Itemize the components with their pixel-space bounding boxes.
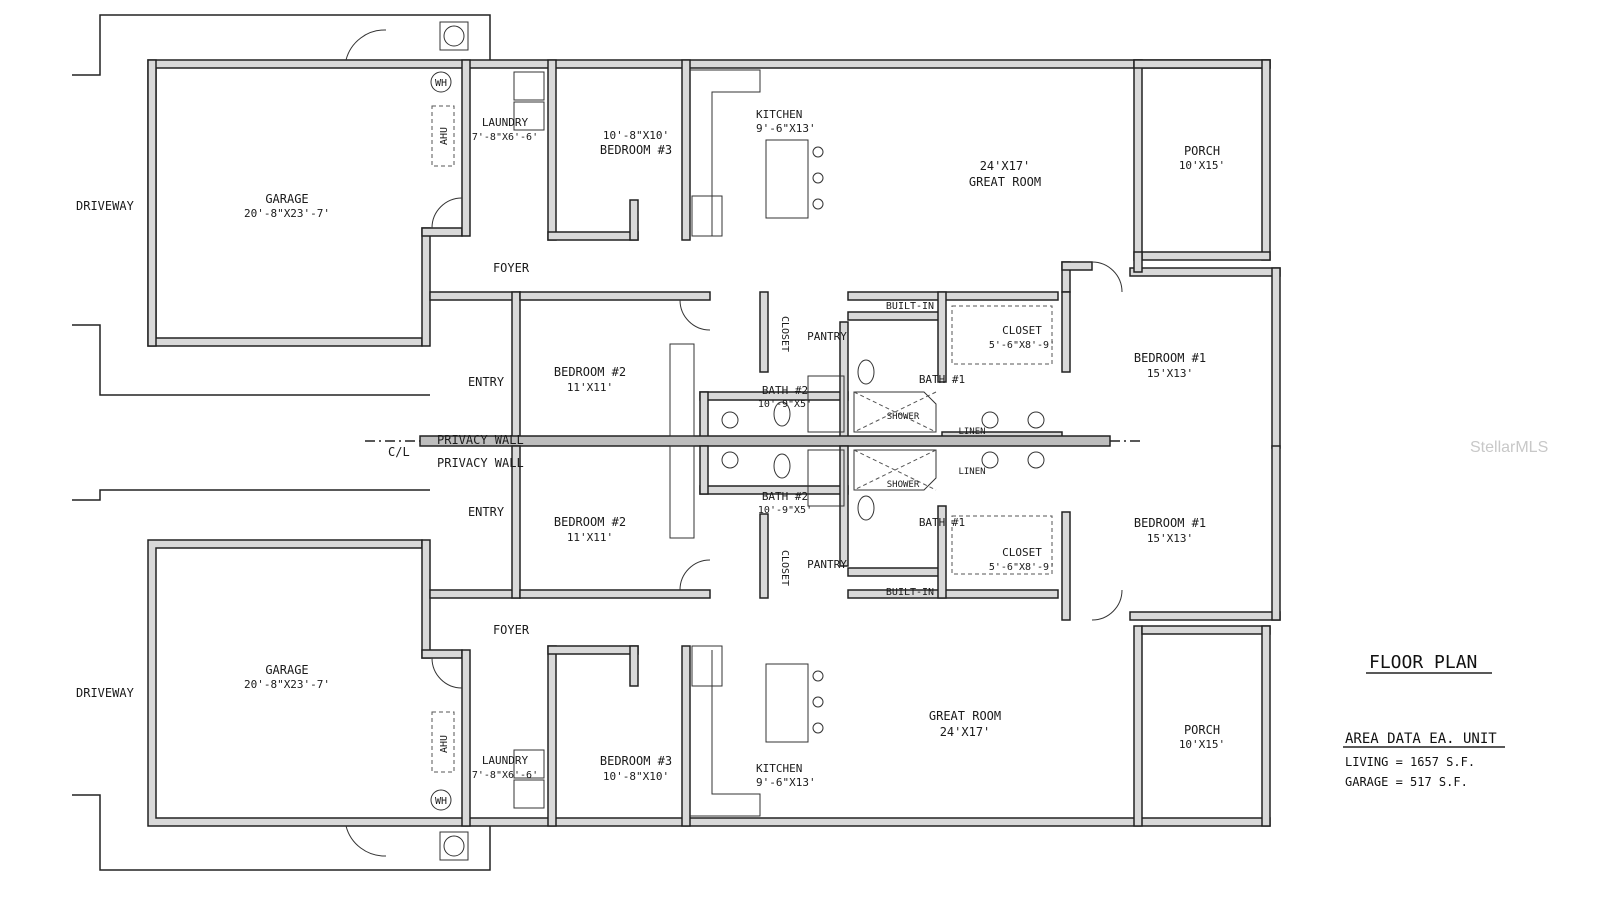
garage-dims: 20'-8"X23'-7' [244, 678, 330, 691]
floor-plan-title: FLOOR PLAN [1369, 652, 1477, 673]
bed1-label: BEDROOM #1 [1134, 351, 1206, 365]
top-unit-walls [72, 14, 1281, 449]
ahu-label: AHU [439, 735, 450, 753]
pantry-label: PANTRY [807, 330, 847, 343]
bed3-label: BEDROOM #3 [600, 754, 672, 768]
bed1-dims: 15'X13' [1147, 532, 1193, 545]
bottom-unit-walls [72, 445, 1281, 871]
garage-area: GARAGE = 517 S.F. [1345, 775, 1468, 789]
foyer-label: FOYER [493, 623, 530, 637]
privacy-wall-label: PRIVACY WALL [437, 433, 524, 447]
entry-label: ENTRY [468, 505, 505, 519]
porch-dims: 10'X15' [1179, 738, 1225, 751]
kitchen-dims: 9'-6"X13' [756, 776, 816, 789]
bath2-dims: 10'-9"X5' [758, 399, 812, 410]
bed3-label: BEDROOM #3 [600, 143, 672, 157]
garage-label: GARAGE [265, 663, 308, 677]
great-dims: 24'X17' [940, 725, 991, 739]
laundry-label: LAUNDRY [482, 754, 529, 767]
shower-label: SHOWER [887, 412, 920, 422]
garage-dims: 20'-8"X23'-7' [244, 207, 330, 220]
foyer-label: FOYER [493, 261, 530, 275]
legend: FLOOR PLAN AREA DATA EA. UNIT LIVING = 1… [1343, 652, 1505, 789]
laundry-dims: 7'-8"X6'-6' [472, 132, 538, 143]
wh-label: WH [435, 796, 447, 807]
kitchen-label: KITCHEN [756, 108, 802, 121]
bed1-label: BEDROOM #1 [1134, 516, 1206, 530]
closet-dims: 5'-6"X8'-9' [989, 562, 1055, 573]
top-unit-labels: DRIVEWAY GARAGE 20'-8"X23'-7' AHU WH LAU… [76, 78, 1225, 447]
entry-label: ENTRY [468, 375, 505, 389]
bath1-label: BATH #1 [919, 516, 965, 529]
bath2-dims: 10'-9"X5' [758, 505, 812, 516]
party-wall [365, 435, 1140, 447]
bed2-dims: 11'X11' [567, 531, 613, 544]
great-dims: 24'X17' [980, 159, 1031, 173]
pantry-label: PANTRY [807, 558, 847, 571]
porch-label: PORCH [1184, 144, 1220, 158]
bath2-label: BATH #2 [762, 490, 808, 503]
watermark: StellarMLS [1470, 439, 1548, 456]
great-label: GREAT ROOM [929, 709, 1001, 723]
centerline-label: C/L [388, 445, 410, 459]
ahu-label: AHU [439, 127, 450, 145]
wh-label: WH [435, 78, 447, 89]
bath1-label: BATH #1 [919, 373, 965, 386]
bed2-label: BEDROOM #2 [554, 365, 626, 379]
bed3-dims: 10'-8"X10' [603, 129, 669, 142]
bath2-label: BATH #2 [762, 384, 808, 397]
porch-dims: 10'X15' [1179, 159, 1225, 172]
closet-label: CLOSET [1002, 324, 1042, 337]
bed1-dims: 15'X13' [1147, 367, 1193, 380]
linen-label: LINEN [958, 427, 985, 437]
great-label: GREAT ROOM [969, 175, 1041, 189]
area-data-title: AREA DATA EA. UNIT [1345, 731, 1497, 747]
laundry-label: LAUNDRY [482, 116, 529, 129]
driveway-label: DRIVEWAY [76, 686, 135, 700]
bed2-label: BEDROOM #2 [554, 515, 626, 529]
builtin-label: BUILT-IN [886, 587, 934, 598]
kitchen-label: KITCHEN [756, 762, 802, 775]
closet-v-label: CLOSET [779, 316, 790, 352]
bottom-unit-labels: PRIVACY WALL DRIVEWAY GARAGE 20'-8"X23'-… [76, 456, 1225, 807]
builtin-label: BUILT-IN [886, 301, 934, 312]
laundry-dims: 7'-8"X6'-6' [472, 770, 538, 781]
bed2-dims: 11'X11' [567, 381, 613, 394]
kitchen-dims: 9'-6"X13' [756, 122, 816, 135]
closet-label: CLOSET [1002, 546, 1042, 559]
closet-dims: 5'-6"X8'-9' [989, 340, 1055, 351]
shower-label: SHOWER [887, 480, 920, 490]
linen-label: LINEN [958, 467, 985, 477]
closet-v-label: CLOSET [779, 550, 790, 586]
garage-label: GARAGE [265, 192, 308, 206]
privacy-wall-label: PRIVACY WALL [437, 456, 524, 470]
porch-label: PORCH [1184, 723, 1220, 737]
bed3-dims: 10'-8"X10' [603, 770, 669, 783]
fixtures [345, 21, 1123, 861]
living-area: LIVING = 1657 S.F. [1345, 755, 1475, 769]
driveway-label: DRIVEWAY [76, 199, 135, 213]
